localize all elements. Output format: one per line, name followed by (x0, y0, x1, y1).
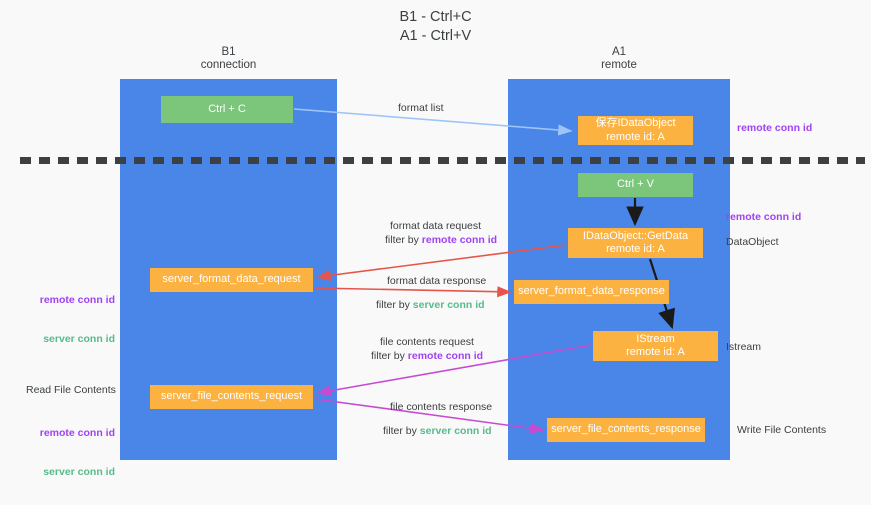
annotation-server-conn-id-left-bottom: server conn id (43, 466, 115, 478)
annotation-read-file-contents: Read File Contents (26, 384, 116, 396)
label-file-contents-response: file contents response (390, 401, 493, 413)
node-server-file-contents-request[interactable]: server_file_contents_request (150, 385, 313, 409)
node-save-idataobject[interactable]: 保存IDataObject remote id: A (578, 116, 693, 145)
annotation-remote-conn-id-left-bottom: remote conn id (39, 427, 115, 439)
annotation-server-conn-id-left-mid: server conn id (43, 333, 115, 345)
arrow-format-data-response (314, 286, 512, 298)
annotation-remote-conn-id-left-mid: remote conn id (39, 294, 115, 306)
label-file-contents-response-filter: filter by server conn id (383, 424, 492, 438)
filter-by-text: filter by (376, 299, 413, 311)
column-header-b1: B1 connection (200, 46, 257, 71)
annotation-remote-conn-id-mid: remote conn id (726, 211, 802, 223)
annotation-write-file-contents: Write File Contents (737, 424, 827, 436)
node-ctrl-v[interactable]: Ctrl + V (578, 173, 693, 197)
column-header-a1: A1 remote (601, 46, 637, 71)
node-server-file-contents-response[interactable]: server_file_contents_response (547, 418, 705, 442)
section-divider (20, 157, 865, 164)
annotation-left-conn-ids-mid: remote conn id server conn id (21, 268, 115, 372)
filter-remote-conn-id: remote conn id (421, 234, 498, 246)
label-format-data-response-filter: filter by server conn id (376, 298, 485, 312)
node-server-format-data-response[interactable]: server_format_data_response (514, 280, 669, 304)
filter-server-conn-id: server conn id (412, 299, 485, 311)
label-format-list: format list (398, 102, 444, 114)
filter-by-text: filter by (371, 350, 408, 362)
node-ctrl-c[interactable]: Ctrl + C (161, 96, 293, 123)
annotation-remote-conn-id-top: remote conn id (737, 122, 813, 134)
label-file-contents-request: file contents request (380, 336, 474, 348)
label-format-data-request: format data request (390, 220, 482, 232)
label-file-contents-request-filter: filter by remote conn id (371, 349, 483, 363)
annotation-istream: Istream (726, 341, 762, 353)
filter-remote-conn-id: remote conn id (407, 350, 484, 362)
annotation-dataobject: DataObject (726, 236, 779, 248)
filter-by-text: filter by (385, 234, 422, 246)
filter-server-conn-id: server conn id (419, 425, 492, 437)
node-istream[interactable]: IStream remote id: A (593, 331, 718, 361)
label-format-data-request-filter: filter by remote conn id (385, 233, 497, 247)
page-title: B1 - Ctrl+C A1 - Ctrl+V (399, 9, 472, 44)
node-server-format-data-request[interactable]: server_format_data_request (150, 268, 313, 292)
filter-by-text: filter by (383, 425, 420, 437)
node-idataobject-getdata[interactable]: IDataObject::GetData remote id: A (568, 228, 703, 258)
diagram-canvas: B1 - Ctrl+C A1 - Ctrl+V B1 connection A1… (20, 9, 865, 478)
annotation-left-conn-ids-bottom: remote conn id server conn id (21, 401, 115, 505)
label-format-data-response: format data response (387, 275, 487, 287)
